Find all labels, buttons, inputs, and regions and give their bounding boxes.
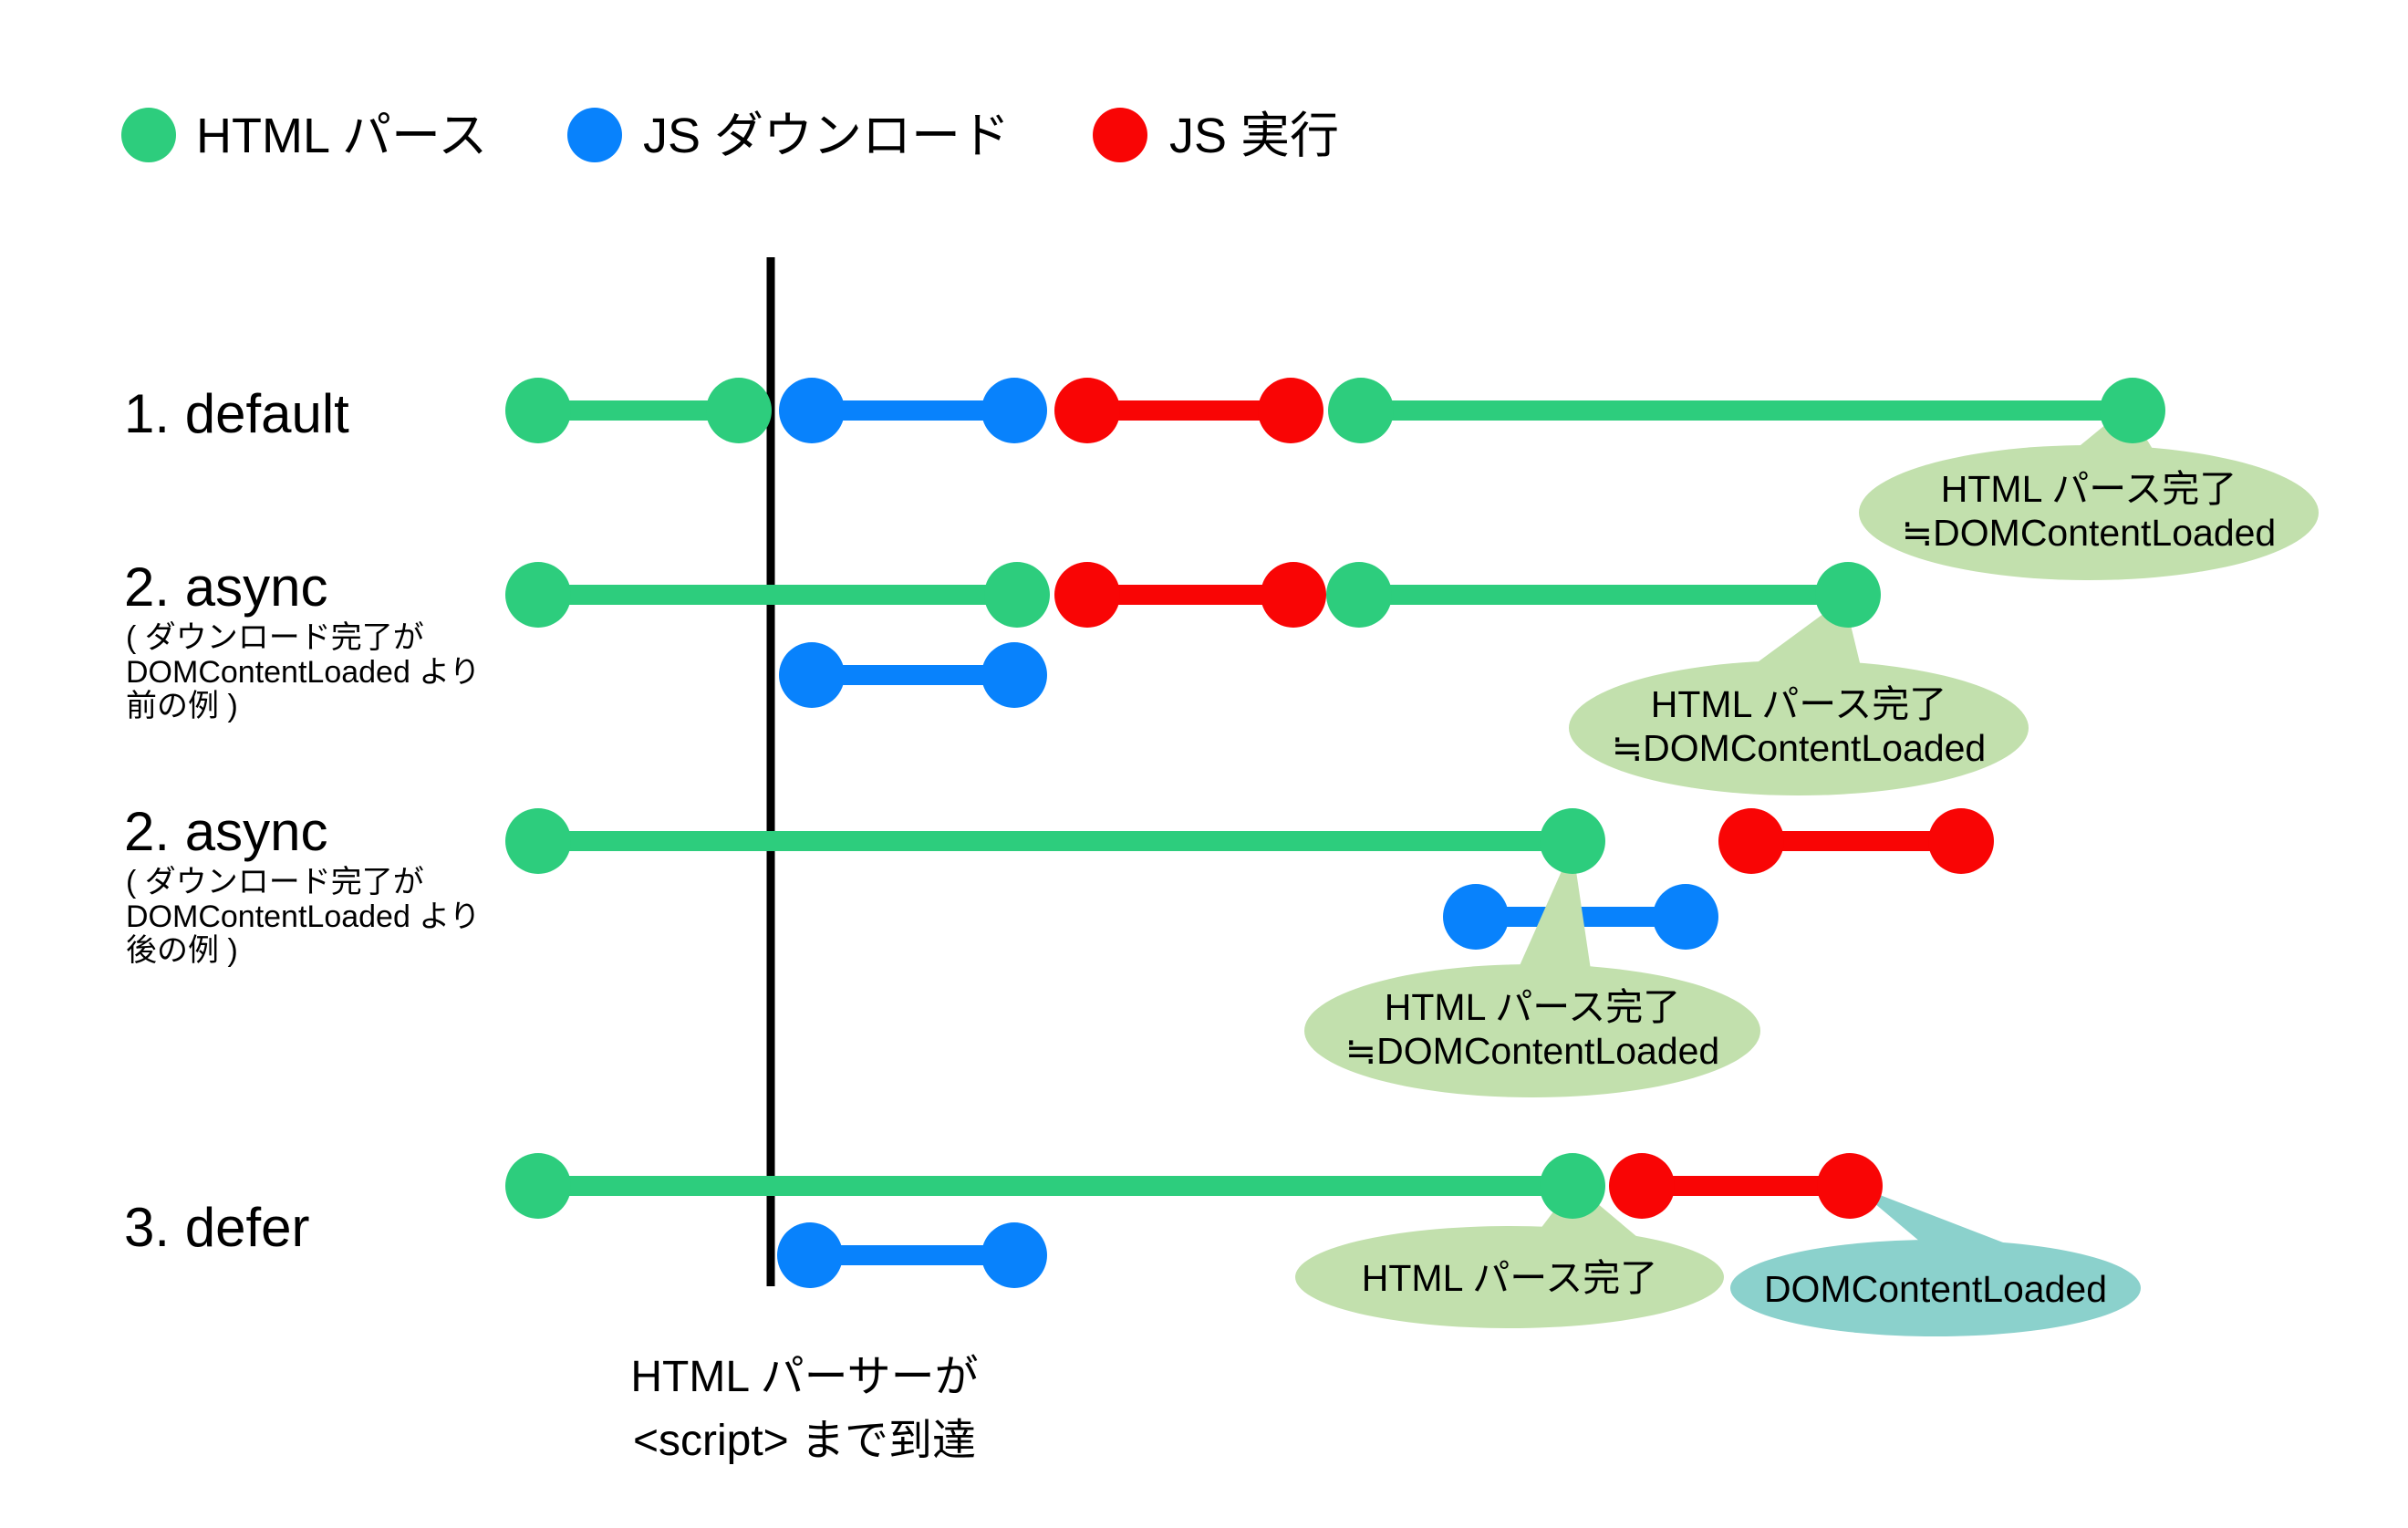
row3-parse-dot <box>505 808 571 874</box>
legend-js-exec-icon <box>1093 108 1147 162</box>
legend-html-parse-icon <box>121 108 176 162</box>
row4-parse-dot <box>505 1153 571 1219</box>
legend-js-download-label: JS ダウンロード <box>643 109 1010 163</box>
row4-dcl-callout-tail <box>1852 1184 2027 1252</box>
row4-parse-callout-line1: HTML パース完了 <box>1362 1257 1657 1299</box>
row4-parse-end-dot <box>1540 1153 1605 1219</box>
row1-exec-dot <box>1258 378 1323 443</box>
row1-callout-line2: ≒DOMContentLoaded <box>1902 512 2276 554</box>
row4-title: 3. defer <box>124 1197 309 1258</box>
row4-dcl-callout-line1: DOMContentLoaded <box>1764 1268 2107 1310</box>
row4-exec-end-dot <box>1817 1153 1883 1219</box>
row2-note-line2: DOMContentLoaded より <box>126 655 481 690</box>
row2-parse-end-dot <box>1815 562 1881 628</box>
row1-title: 1. default <box>124 383 349 444</box>
row2-callout-line2: ≒DOMContentLoaded <box>1612 727 1986 769</box>
row4-exec-dot <box>1609 1153 1675 1219</box>
row2-exec-dot <box>1261 562 1326 628</box>
row1-parse-dot <box>1328 378 1394 443</box>
row2-exec-dot <box>1054 562 1120 628</box>
row3-parse-done-callout <box>1304 964 1760 1097</box>
row1-download-end-dot <box>981 378 1047 443</box>
row4-domcontentloaded-callout <box>1730 1240 2141 1336</box>
timeline-row-async-early: 2. async ( ダウンロード完了が DOMContentLoaded より… <box>124 556 1881 723</box>
row1-parse-dot <box>706 378 772 443</box>
row4-download-end-dot <box>981 1222 1047 1288</box>
row3-note-line2: DOMContentLoaded より <box>126 899 481 934</box>
parser-caption: HTML パーサーが <script> まで到達 <box>630 1353 978 1465</box>
row2-download-end-dot <box>981 642 1047 708</box>
row3-download-start-dot <box>1443 884 1509 950</box>
row2-callout-line1: HTML パース完了 <box>1651 683 1946 725</box>
row1-parse-dot <box>505 378 571 443</box>
row2-parse-dot <box>505 562 571 628</box>
row2-parse-dot <box>984 562 1050 628</box>
legend-js-download-icon <box>567 108 622 162</box>
row4-parse-done-callout <box>1295 1226 1724 1328</box>
legend-html-parse-label: HTML パース <box>196 109 487 163</box>
row2-title: 2. async <box>124 556 327 618</box>
callout-bubbles: HTML パース完了 ≒DOMContentLoaded HTML パース完了 … <box>1295 445 2319 1336</box>
row1-parse-end-dot <box>2100 378 2165 443</box>
row3-note-line1: ( ダウンロード完了が <box>126 865 424 899</box>
row3-exec-dot <box>1928 808 1994 874</box>
row2-note-line1: ( ダウンロード完了が <box>126 620 424 655</box>
row3-exec-dot <box>1718 808 1784 874</box>
timeline-row-default: 1. default <box>124 378 2165 444</box>
row2-parse-done-callout <box>1569 660 2029 795</box>
row2-download-start-dot <box>779 642 845 708</box>
row2-note-line3: 前の例 ) <box>126 689 238 723</box>
legend-js-exec-label: JS 実行 <box>1169 109 1339 163</box>
row1-exec-dot <box>1054 378 1120 443</box>
row3-callout-line2: ≒DOMContentLoaded <box>1345 1030 1719 1072</box>
legend: HTML パース JS ダウンロード JS 実行 <box>121 108 1339 163</box>
row1-callout-line1: HTML パース完了 <box>1941 468 2237 510</box>
row2-parse-dot <box>1326 562 1392 628</box>
row1-parse-done-callout <box>1859 445 2319 580</box>
row3-callout-tail <box>1507 847 1594 994</box>
row3-download-end-dot <box>1653 884 1718 950</box>
row3-title: 2. async <box>124 801 327 862</box>
row4-download-start-dot <box>777 1222 843 1288</box>
timeline-row-defer: 3. defer <box>124 1153 1883 1258</box>
row3-parse-end-dot <box>1540 808 1605 874</box>
timeline-row-async-late: 2. async ( ダウンロード完了が DOMContentLoaded より… <box>124 801 1994 968</box>
row1-download-start-dot <box>779 378 845 443</box>
parser-caption-line1: HTML パーサーが <box>630 1353 978 1401</box>
row3-note-line3: 後の例 ) <box>126 933 238 968</box>
parser-caption-line2: <script> まで到達 <box>633 1417 976 1465</box>
row3-callout-line1: HTML パース完了 <box>1385 986 1680 1028</box>
